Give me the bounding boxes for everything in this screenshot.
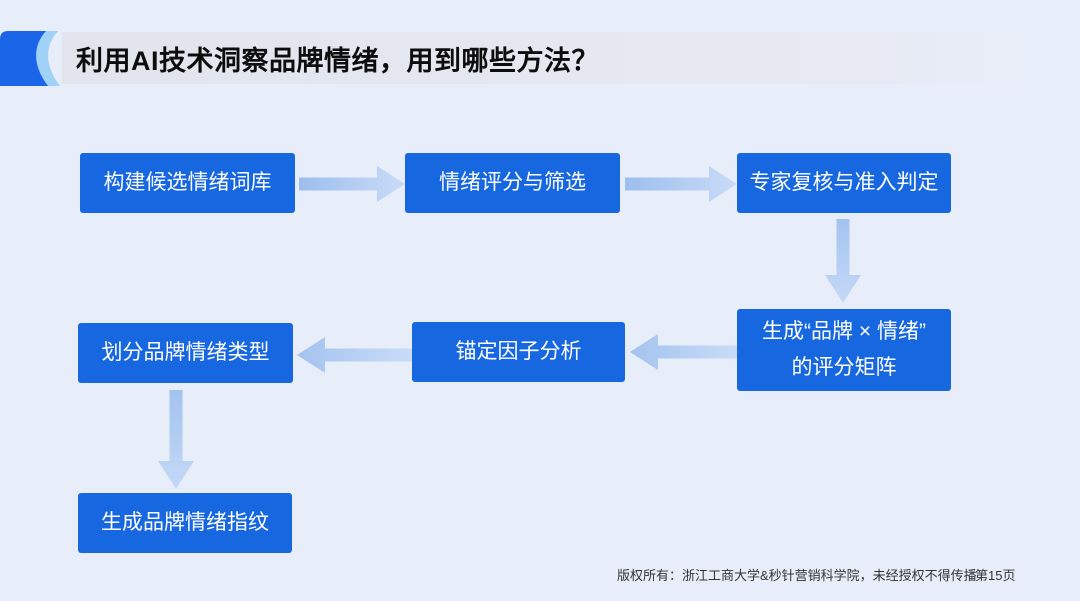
copyright-text: 版权所有：浙江工商大学&秒针营销科学院，未经授权不得传播 [617, 568, 977, 583]
slide-accent-icon [0, 31, 70, 91]
title-band [62, 32, 1040, 84]
arrow-down-icon [158, 390, 194, 494]
page-number: 第15页 [975, 568, 1016, 583]
flow-box-build-lexicon: 构建候选情绪词库 [80, 153, 295, 213]
page-title: 利用AI技术洞察品牌情绪，用到哪些方法？ [76, 45, 599, 76]
flow-box-fingerprint: 生成品牌情绪指纹 [78, 493, 292, 553]
arrow-right-icon [625, 166, 737, 207]
arrow-left-icon [630, 334, 737, 375]
arrow-left-icon [297, 337, 412, 378]
flow-box-emotion-typing: 划分品牌情绪类型 [78, 323, 293, 383]
flow-box-score-filter: 情绪评分与筛选 [405, 153, 620, 213]
flow-box-expert-review: 专家复核与准入判定 [737, 153, 951, 213]
flow-box-score-matrix: 生成“品牌 × 情绪” 的评分矩阵 [737, 309, 951, 391]
arrow-right-icon [299, 166, 405, 207]
flow-box-factor-analysis: 锚定因子分析 [412, 322, 625, 382]
arrow-down-icon [825, 219, 861, 308]
